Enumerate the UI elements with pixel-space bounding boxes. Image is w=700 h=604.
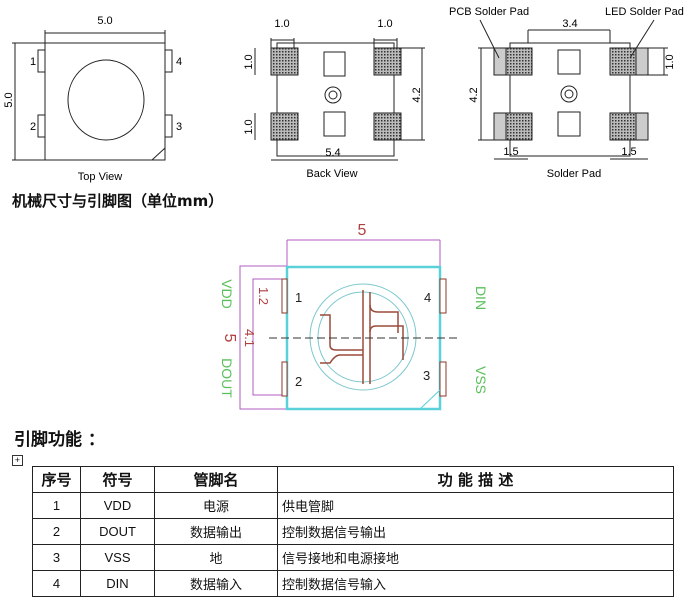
solder-ext-l-label: 1.5 <box>503 146 518 158</box>
cell-description: 控制数据信号输入 <box>277 570 674 597</box>
pin-number: 4 <box>424 290 431 305</box>
pad-height-label: 1.0 <box>243 54 255 69</box>
cell-index: 3 <box>32 544 81 571</box>
top-width-label: 5.0 <box>97 15 112 27</box>
pinout-diagram <box>239 239 460 411</box>
cell-pin-name: 数据输入 <box>154 570 278 597</box>
cell-description: 供电管脚 <box>277 492 674 519</box>
top-height-label: 5.0 <box>3 92 15 107</box>
pin-number: 1 <box>295 290 302 305</box>
pin-name-vss: VSS <box>473 366 489 394</box>
table-header-row: 序号 符号 管脚名 功 能 描 述 <box>32 466 674 493</box>
cell-index: 2 <box>32 518 81 545</box>
solder-ext-r-label: 1.5 <box>621 146 636 158</box>
solder-span-v-label: 4.2 <box>468 87 480 102</box>
pin-name-dout: DOUT <box>219 358 235 398</box>
cell-pin-name: 数据输出 <box>154 518 278 545</box>
pinout-height-label: 5 <box>221 334 238 343</box>
pad-width-label: 1.0 <box>377 18 392 30</box>
cell-symbol: DOUT <box>80 518 155 545</box>
drawings: 5.0 5.0 1 2 3 4 Top View 1.0 1.0 1.0 1.0… <box>3 6 684 411</box>
pcb-solder-pad-label: PCB Solder Pad <box>449 6 529 18</box>
pin-label: 3 <box>176 121 182 133</box>
solder-pad-view <box>478 19 668 160</box>
top-view-caption: Top View <box>78 171 122 183</box>
led-solder-pad-label: LED Solder Pad <box>605 6 684 18</box>
pin-name-din: DIN <box>473 286 489 310</box>
header-symbol: 符号 <box>80 466 155 493</box>
cell-symbol: DIN <box>80 570 155 597</box>
cell-pin-name: 电源 <box>154 492 278 519</box>
pin-name-vdd: VDD <box>219 279 235 309</box>
pad-height-label: 1.0 <box>243 119 255 134</box>
header-description: 功 能 描 述 <box>277 466 674 493</box>
table-move-handle-icon[interactable]: + <box>12 455 23 466</box>
back-view-body <box>254 38 425 161</box>
section-title-dimensions: 机械尺寸与引脚图（单位mm） <box>12 192 224 210</box>
pad-width-label: 1.0 <box>274 18 289 30</box>
pin-label: 1 <box>30 56 36 68</box>
top-view <box>12 30 173 161</box>
cell-pin-name: 地 <box>154 544 278 571</box>
solder-pad-h-label: 1.0 <box>664 54 676 69</box>
back-view-caption: Back View <box>306 168 357 180</box>
cell-symbol: VSS <box>80 544 155 571</box>
pinout-width-label: 5 <box>358 222 367 239</box>
header-pin-name: 管脚名 <box>154 466 278 493</box>
solder-span-h-label: 3.4 <box>562 18 577 30</box>
span-v-label: 4.2 <box>411 87 423 102</box>
pin-number: 3 <box>423 368 430 383</box>
span-h-label: 5.4 <box>325 147 340 159</box>
pinout-inner-label: 4.1 <box>242 329 257 347</box>
header-index: 序号 <box>32 466 81 493</box>
cell-description: 控制数据信号输出 <box>277 518 674 545</box>
section-title-pin-function: 引脚功能 ： <box>14 430 105 450</box>
pin-label: 2 <box>30 121 36 133</box>
solder-pad-caption: Solder Pad <box>547 168 601 180</box>
cell-index: 1 <box>32 492 81 519</box>
pin-label: 4 <box>176 56 182 68</box>
pin-number: 2 <box>295 374 302 389</box>
cell-symbol: VDD <box>80 492 155 519</box>
cell-index: 4 <box>32 570 81 597</box>
cell-description: 信号接地和电源接地 <box>277 544 674 571</box>
pinout-pin-width-label: 1.2 <box>256 287 271 305</box>
